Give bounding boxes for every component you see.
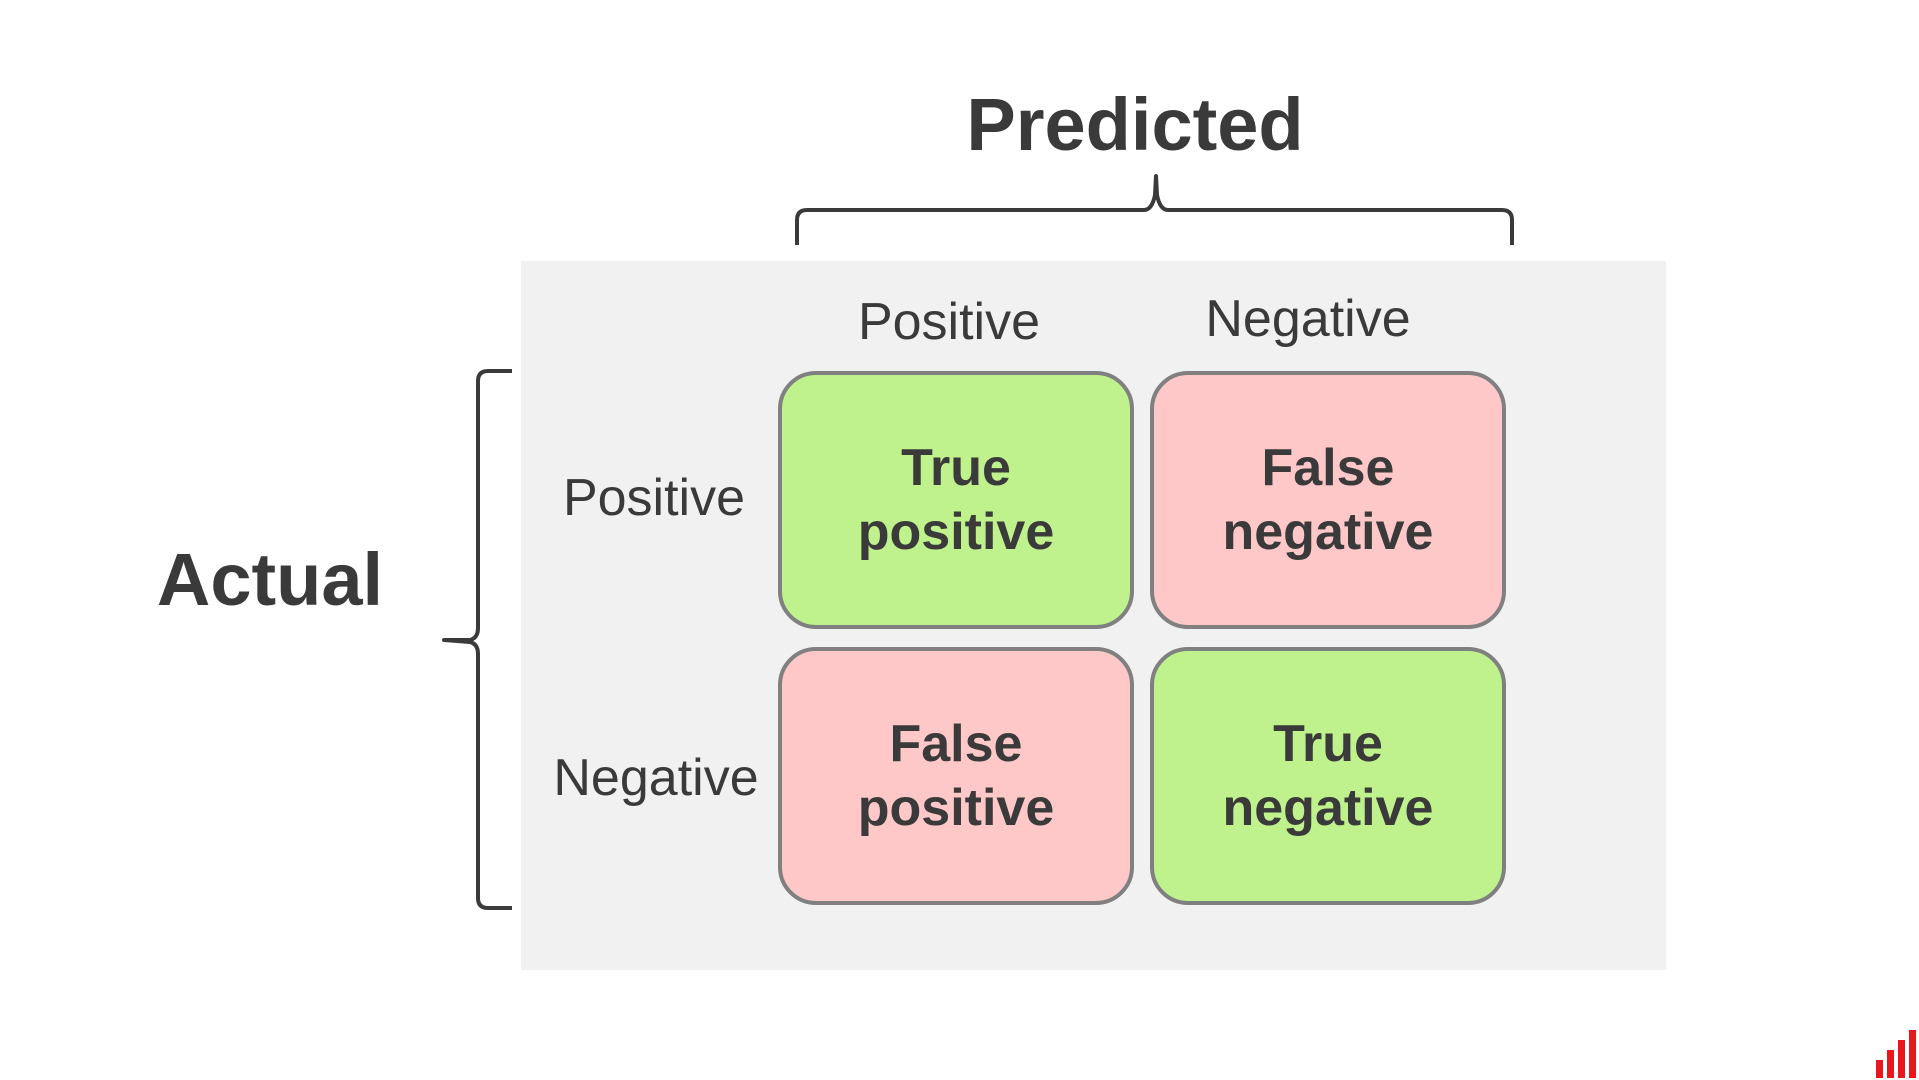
column-label-negative: Negative (1205, 290, 1411, 348)
logo-bar-3 (1898, 1040, 1905, 1078)
logo-bar-1 (1876, 1060, 1883, 1078)
cell-false-positive: False positive (778, 647, 1134, 905)
cell-false-negative-line1: False (1261, 439, 1395, 497)
cell-true-positive-line2: positive (857, 503, 1055, 561)
actual-brace (442, 369, 512, 910)
actual-title: Actual (156, 538, 384, 621)
column-label-positive: Positive (857, 293, 1041, 351)
cell-true-negative: True negative (1150, 647, 1506, 905)
predicted-brace (795, 174, 1514, 245)
cell-true-negative-line2: negative (1222, 779, 1434, 837)
row-label-positive: Positive (562, 469, 746, 527)
cell-false-negative-line2: negative (1222, 503, 1434, 561)
predicted-title: Predicted (966, 83, 1304, 166)
cell-false-positive-line2: positive (857, 779, 1055, 837)
logo-bar-2 (1887, 1050, 1894, 1078)
cell-false-positive-line1: False (889, 715, 1023, 773)
cell-true-positive: True positive (778, 371, 1134, 629)
row-label-negative: Negative (553, 749, 759, 807)
logo-bar-4 (1909, 1030, 1916, 1078)
bar-chart-logo-icon (1876, 1030, 1916, 1078)
cell-true-positive-line1: True (901, 439, 1011, 497)
cell-true-negative-line1: True (1273, 715, 1383, 773)
cell-false-negative: False negative (1150, 371, 1506, 629)
